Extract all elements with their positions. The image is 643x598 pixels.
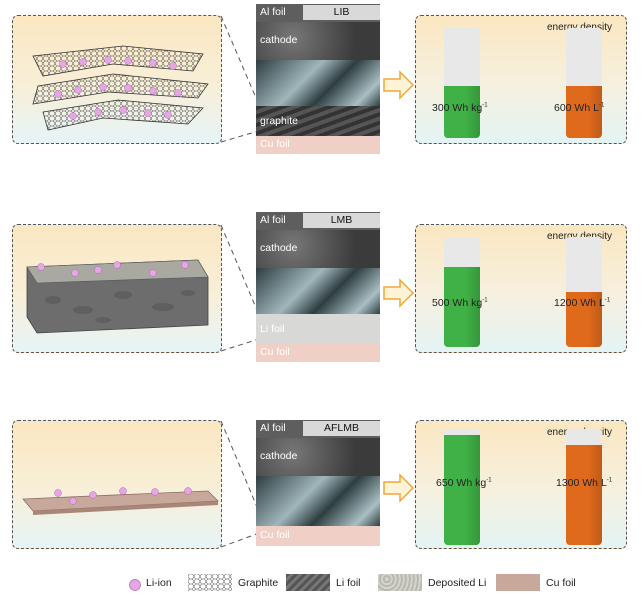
- aflmb-vol-fill: [566, 445, 602, 545]
- aflmb-grav-fill: [444, 434, 480, 545]
- lmb-separator: [256, 268, 380, 314]
- li-foil-legend-swatch: [286, 574, 330, 591]
- lib-vol-fill: [566, 86, 602, 138]
- aflmb-structure-panel: [12, 420, 222, 549]
- lib-energy-panel: energy density 300 Wh kg-1 600 Wh L-1: [415, 15, 627, 144]
- aflmb-volumetric-bar: [566, 429, 602, 545]
- aflmb-volumetric-value: 1300 Wh L-1: [556, 477, 613, 489]
- lib-title: LIB: [303, 5, 380, 20]
- li-foil-illustration: [26, 259, 209, 334]
- lib-energy-title: energy density: [546, 22, 612, 33]
- lib-layer-cathode: cathode: [260, 34, 298, 46]
- lib-separator: [256, 60, 380, 106]
- cu-foil-legend-swatch: [496, 574, 540, 591]
- li-ion-legend-icon: [129, 579, 141, 591]
- lib-cell-stack: Al foil LIB cathode graphite Cu foil: [256, 4, 380, 154]
- lmb-title: LMB: [303, 213, 380, 228]
- lmb-layer-cu: Cu foil: [260, 346, 290, 358]
- legend-graphite: Graphite: [238, 577, 279, 589]
- legend-li-ion: Li-ion: [146, 577, 172, 589]
- lib-layer-al: Al foil: [260, 6, 286, 18]
- lmb-vol-fill: [566, 292, 602, 347]
- aflmb-gravimetric-bar: [444, 429, 480, 545]
- lmb-structure-panel: [12, 224, 222, 353]
- lib-layer-graphite: graphite: [260, 115, 298, 127]
- lib-layer-cu: Cu foil: [260, 138, 290, 150]
- aflmb-title: AFLMB: [303, 421, 380, 436]
- graphite-legend-swatch: [188, 574, 232, 591]
- lib-volumetric-bar: [566, 28, 602, 138]
- aflmb-separator: [256, 476, 380, 526]
- cu-foil-illustration: [22, 487, 219, 515]
- lib-grav-fill: [444, 86, 480, 138]
- legend-deposited-li: Deposited Li: [428, 577, 487, 589]
- aflmb-layer-al: Al foil: [260, 422, 286, 434]
- aflmb-cell-stack: Al foil AFLMB cathode Cu foil: [256, 420, 380, 546]
- legend-li-foil: Li foil: [336, 577, 361, 589]
- lib-gravimetric-bar: [444, 28, 480, 138]
- aflmb-layer-cathode: cathode: [260, 450, 298, 462]
- lmb-gravimetric-bar: [444, 237, 480, 347]
- legend-cu-foil: Cu foil: [546, 577, 576, 589]
- lmb-volumetric-bar: [566, 237, 602, 347]
- lmb-layer-li: Li foil: [260, 323, 285, 335]
- lmb-volumetric-value: 1200 Wh L-1: [554, 297, 611, 309]
- lmb-cell-stack: Al foil LMB cathode Li foil Cu foil: [256, 212, 380, 362]
- lmb-gravimetric-value: 500 Wh kg-1: [432, 297, 488, 309]
- lib-volumetric-value: 600 Wh L-1: [554, 102, 605, 114]
- aflmb-layer-cu: Cu foil: [260, 529, 290, 541]
- lmb-layer-al: Al foil: [260, 214, 286, 226]
- graphite-layers-illustration: [32, 45, 209, 131]
- aflmb-energy-panel: energy density 650 Wh kg-1 1300 Wh L-1: [415, 420, 627, 549]
- lib-structure-panel: [12, 15, 222, 144]
- lib-gravimetric-value: 300 Wh kg-1: [432, 102, 488, 114]
- aflmb-gravimetric-value: 650 Wh kg-1: [436, 477, 492, 489]
- deposited-li-legend-swatch: [378, 574, 422, 591]
- lmb-layer-cathode: cathode: [260, 242, 298, 254]
- lmb-grav-fill: [444, 266, 480, 347]
- lmb-energy-panel: energy density 500 Wh kg-1 1200 Wh L-1: [415, 224, 627, 353]
- lmb-energy-title: energy density: [546, 231, 612, 242]
